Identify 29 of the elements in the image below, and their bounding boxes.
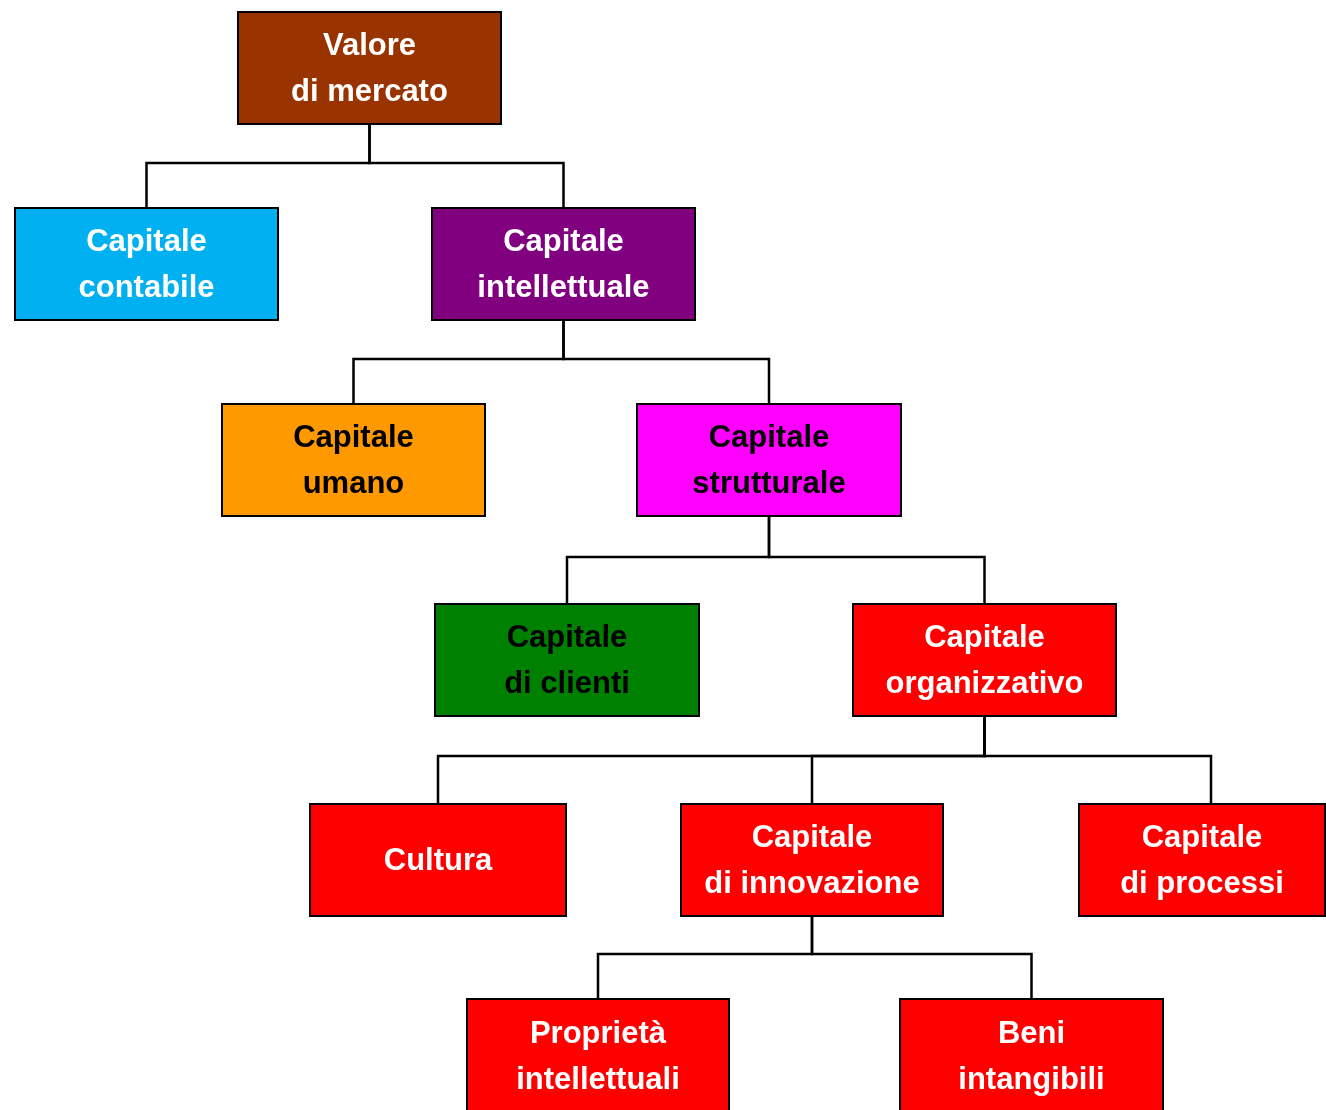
category-box — [680, 803, 944, 917]
category-box — [852, 603, 1117, 717]
connector-line — [767, 517, 986, 603]
category-label: Capitale di innovazione — [704, 817, 920, 902]
connector-line — [562, 321, 771, 403]
category-label: Capitale umano — [293, 417, 414, 502]
category-box — [466, 998, 730, 1110]
category-label: Capitale contabile — [78, 221, 215, 306]
category-label: Beni intangibili — [958, 1013, 1105, 1098]
connector-line — [810, 917, 1033, 998]
category-box — [636, 403, 902, 517]
category-box — [434, 603, 700, 717]
category-box — [237, 11, 502, 125]
connector-line — [983, 717, 1213, 803]
category-label: Valore di mercato — [291, 25, 448, 110]
category-label: Proprietà intellettuali — [516, 1013, 680, 1098]
category-box — [1078, 803, 1326, 917]
category-box — [431, 207, 696, 321]
category-label: Capitale di clienti — [504, 617, 630, 702]
category-label: Capitale strutturale — [692, 417, 846, 502]
connector-line — [368, 125, 565, 207]
category-box — [899, 998, 1164, 1110]
category-box — [309, 803, 567, 917]
category-label: Capitale intellettuale — [477, 221, 650, 306]
category-label: Capitale di processi — [1120, 817, 1284, 902]
category-box — [14, 207, 279, 321]
category-box — [221, 403, 486, 517]
category-label: Capitale organizzativo — [885, 617, 1084, 702]
category-label: Cultura — [383, 840, 493, 879]
